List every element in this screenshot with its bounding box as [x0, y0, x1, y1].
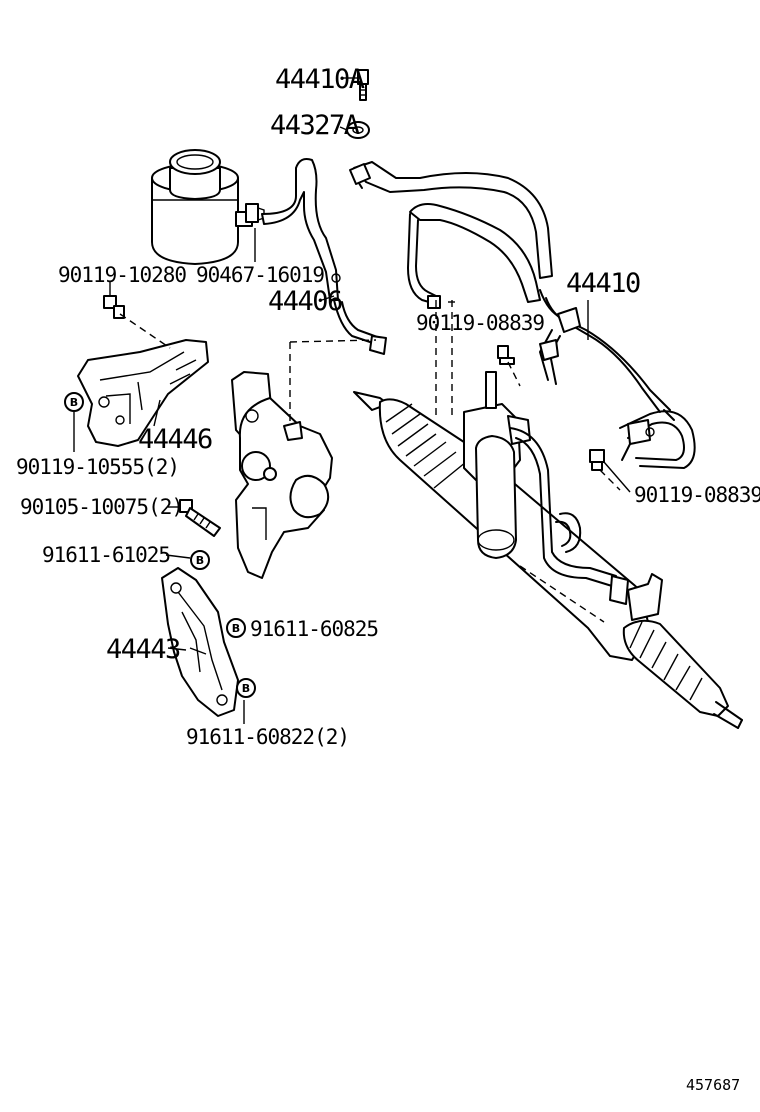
bracket-44446: [77, 339, 209, 447]
label-44410: 44410: [566, 268, 640, 299]
label-90119-08839-top: 90119-08839: [416, 311, 544, 335]
bolt-90105-10075: [179, 499, 221, 537]
label-44327a: 44327A: [270, 110, 360, 141]
label-90119-10555: 90119-10555(2): [16, 455, 179, 479]
badge-b-left: B: [64, 392, 84, 412]
hose-clamp-90467: [245, 203, 265, 223]
steering-gear-rack: [353, 371, 743, 729]
badge-b-60822-text: B: [242, 682, 250, 695]
label-44443: 44443: [106, 634, 180, 665]
label-90105-10075: 90105-10075(2): [20, 495, 183, 519]
label-91611-61025: 91611-61025: [42, 543, 170, 567]
bolt-90119-08839-b: [589, 449, 605, 471]
badge-b-60825-text: B: [232, 622, 240, 635]
badge-b-61025-text: B: [196, 554, 204, 567]
vane-pump: [231, 371, 333, 579]
return-hose-44406: [261, 158, 387, 355]
diagram-id: 457687: [686, 1076, 740, 1094]
reservoir-tank: [151, 149, 253, 265]
badge-b-60825: B: [226, 618, 246, 638]
label-44406: 44406: [268, 286, 342, 317]
label-90119-08839-right: 90119-08839: [634, 483, 760, 507]
label-91611-60822: 91611-60822(2): [186, 725, 349, 749]
assembly-guide-lines: [119, 300, 621, 623]
badge-b-61025: B: [190, 550, 210, 570]
label-91611-60825: 91611-60825: [250, 617, 378, 641]
label-90467-16019: 90467-16019: [196, 263, 324, 287]
badge-b-60822: B: [236, 678, 256, 698]
leader-lines: [73, 77, 631, 724]
union-bolt-44410a: [357, 69, 369, 101]
label-44410a: 44410A: [275, 64, 365, 95]
badge-b-left-text: B: [70, 396, 78, 409]
pressure-tube-44410: [349, 161, 696, 469]
bolt-90119-08839-a: [497, 345, 515, 365]
bracket-44443: [161, 567, 239, 717]
bolt-90119-10280: [103, 295, 125, 319]
label-44446: 44446: [138, 424, 212, 455]
label-90119-10280: 90119-10280: [58, 263, 186, 287]
